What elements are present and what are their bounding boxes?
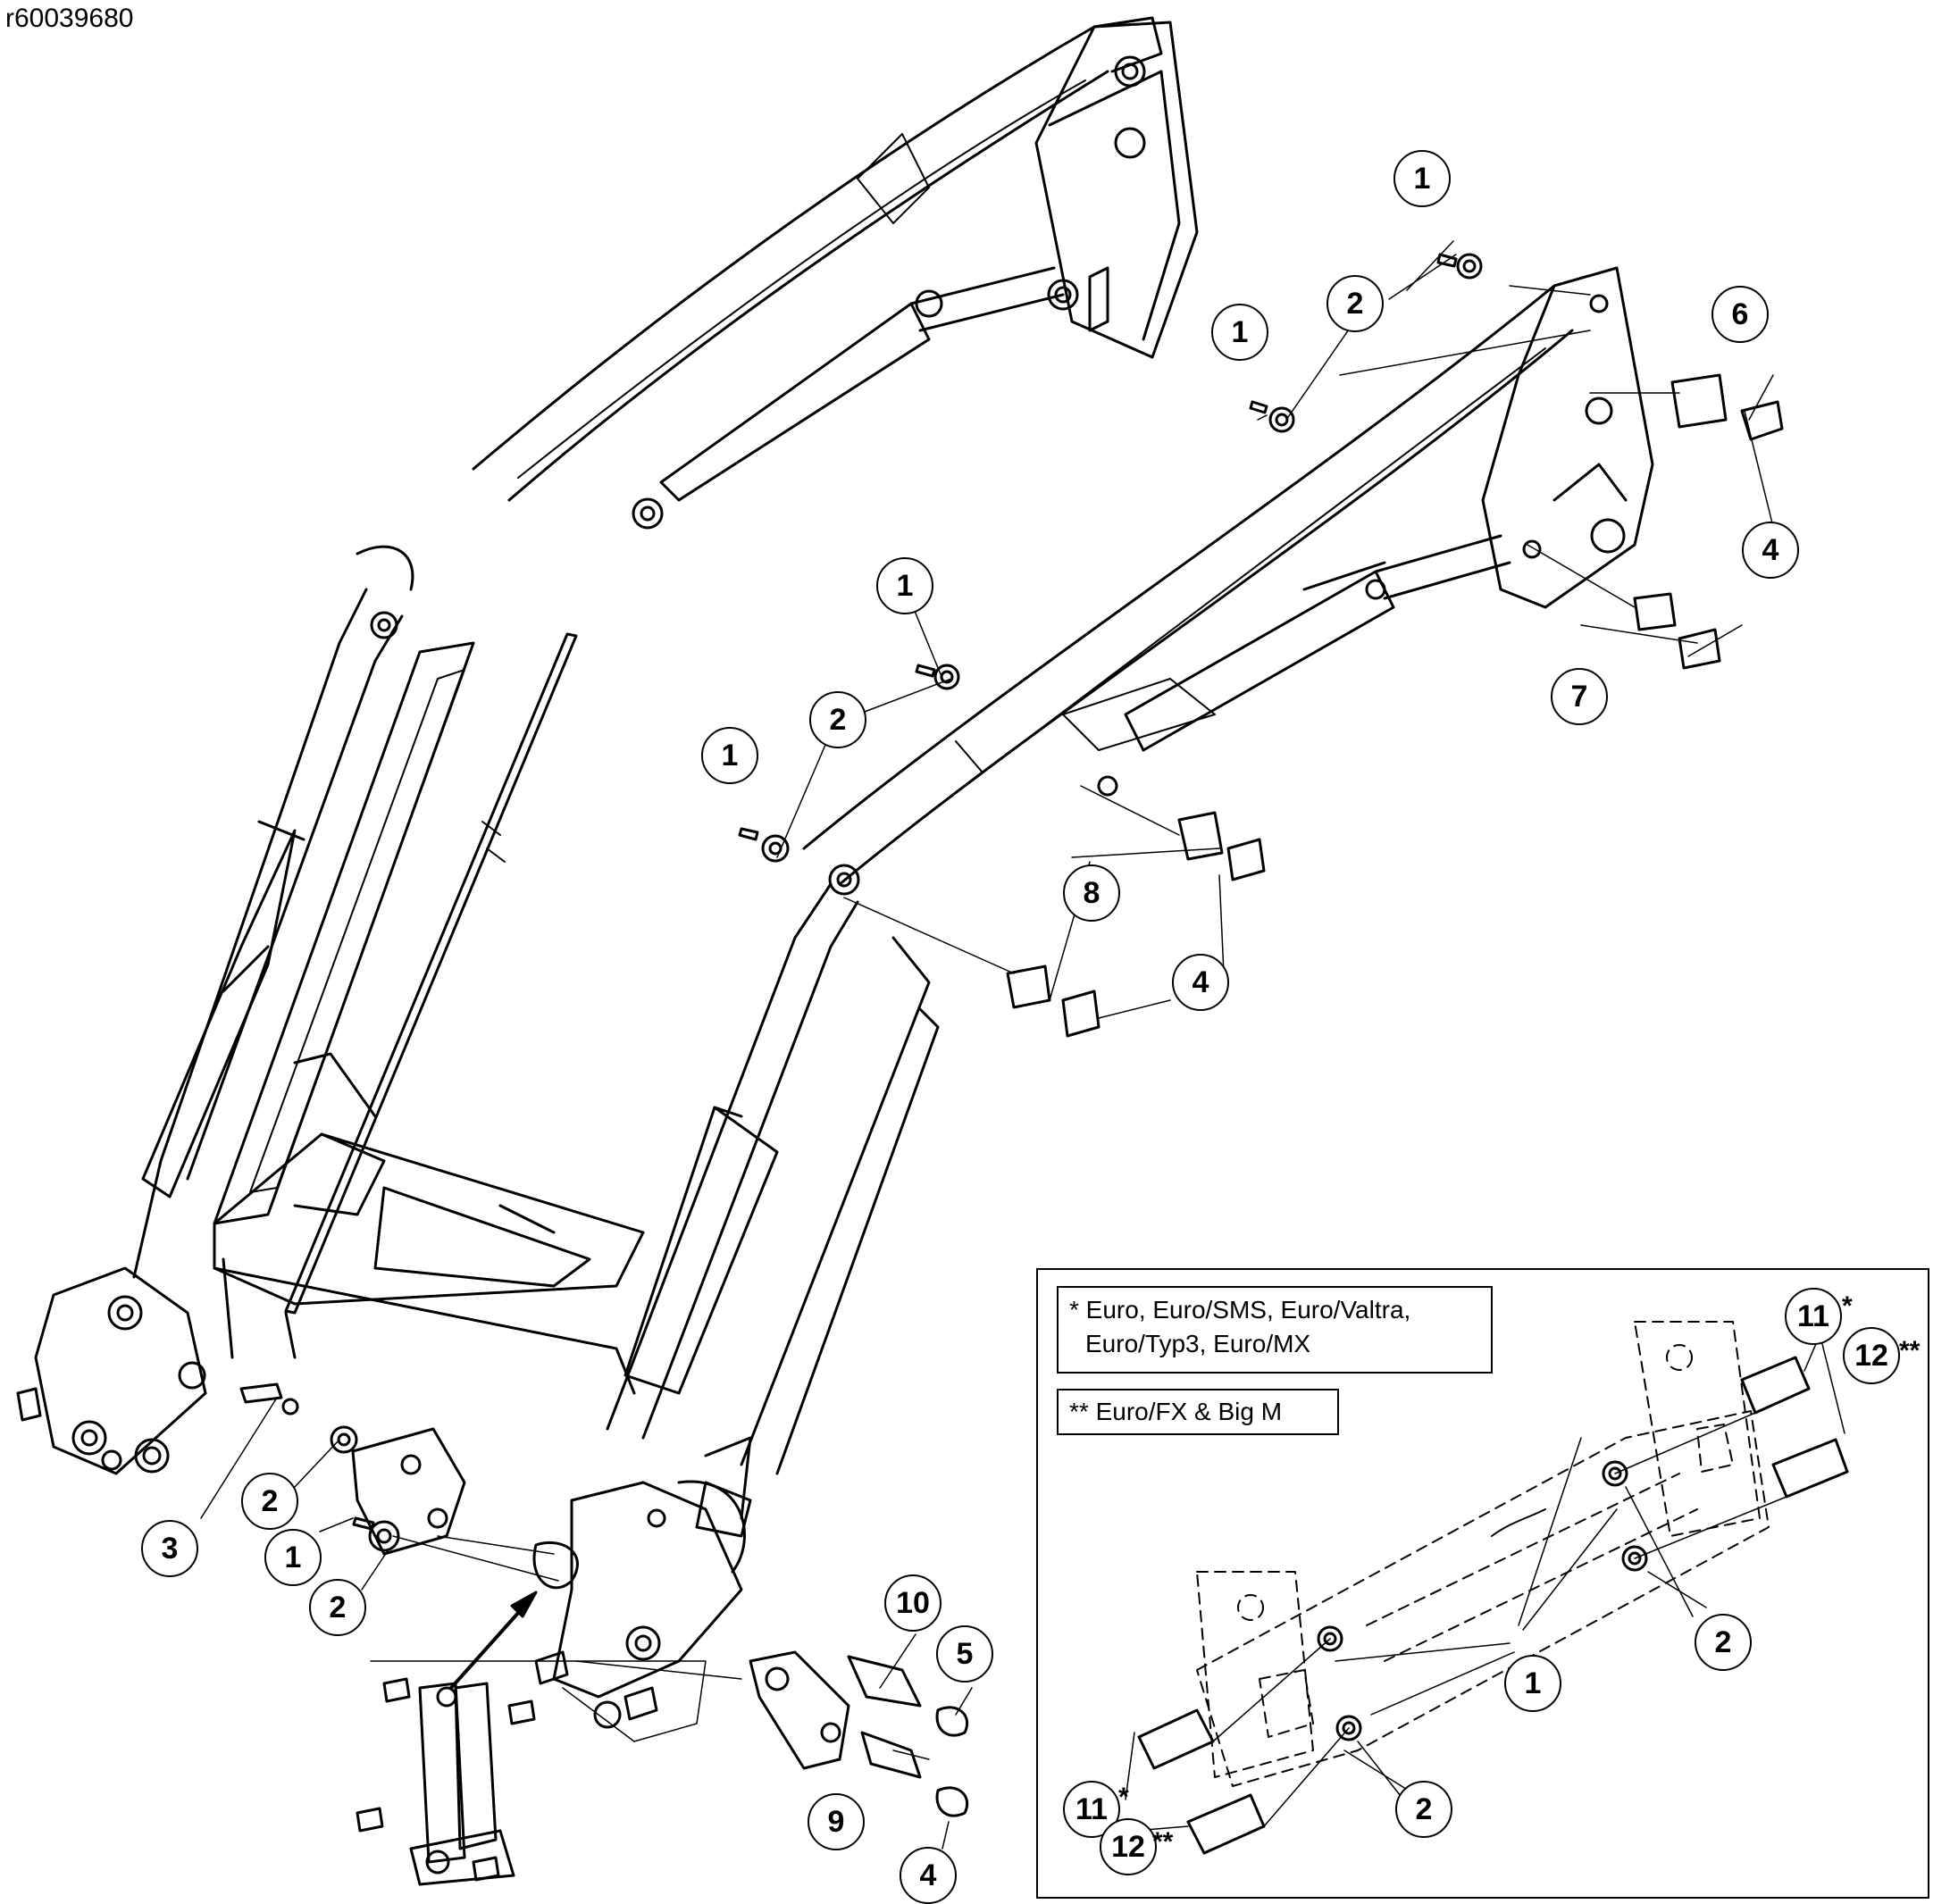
note-single-asterisk: * Euro, Euro/SMS, Euro/Valtra, Euro/Typ3…	[1057, 1286, 1493, 1374]
callout-12: 12	[1100, 1818, 1157, 1875]
callout-6: 6	[1711, 286, 1769, 343]
callout-2: 2	[241, 1473, 298, 1530]
callout-2: 2	[809, 691, 866, 748]
callout-5: 5	[936, 1625, 993, 1683]
note-line: Euro/Typ3, Euro/MX	[1085, 1330, 1311, 1357]
note-double-asterisk: ** Euro/FX & Big M	[1057, 1389, 1339, 1435]
callout-2: 2	[309, 1579, 366, 1636]
variant-inset-frame	[1036, 1268, 1929, 1899]
callout-2: 2	[1695, 1614, 1752, 1671]
callout-1: 1	[264, 1529, 322, 1586]
callout-1: 1	[876, 557, 933, 614]
callout-7: 7	[1551, 668, 1608, 725]
cross-member	[213, 1052, 645, 1395]
callout-9: 9	[808, 1793, 865, 1850]
callout-suffix: *	[1118, 1783, 1129, 1812]
callout-1: 1	[1211, 304, 1268, 361]
callout-suffix: **	[1899, 1336, 1921, 1365]
callout-1: 1	[1393, 150, 1451, 207]
note-line: * Euro, Euro/SMS, Euro/Valtra,	[1069, 1296, 1411, 1324]
callout-3: 3	[141, 1520, 198, 1577]
inset-drawing	[1125, 1321, 1849, 1855]
callout-2: 2	[1395, 1781, 1452, 1838]
right-boom	[552, 266, 1654, 1729]
callout-suffix: *	[1842, 1291, 1853, 1321]
callout-1: 1	[701, 727, 758, 784]
lower-parts	[239, 1382, 969, 1886]
callout-12: 12	[1843, 1327, 1900, 1384]
note-line: ** Euro/FX & Big M	[1069, 1398, 1283, 1425]
left-boom	[16, 16, 1199, 1475]
callout-11: 11	[1785, 1288, 1842, 1345]
callout-1: 1	[1504, 1655, 1561, 1712]
callout-10: 10	[884, 1574, 942, 1632]
callout-8: 8	[1063, 864, 1120, 922]
hydraulic-line	[284, 632, 578, 1359]
callout-4: 4	[900, 1847, 957, 1904]
callout-suffix: **	[1152, 1827, 1174, 1857]
callout-4: 4	[1742, 522, 1799, 579]
callout-2: 2	[1327, 275, 1384, 332]
drawing-reference-id: r60039680	[5, 4, 134, 33]
callout-4: 4	[1172, 954, 1229, 1011]
